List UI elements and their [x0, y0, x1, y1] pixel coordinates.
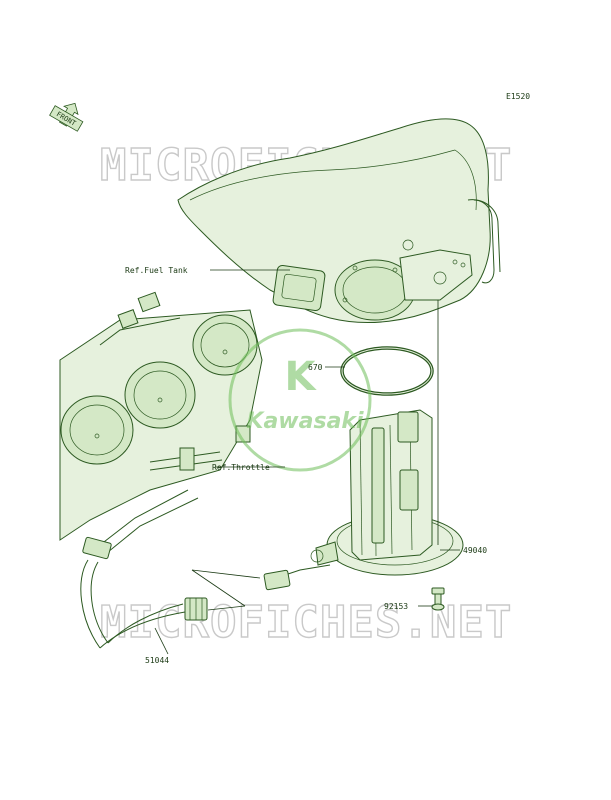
bolt [431, 587, 445, 611]
diagram-code: E1520 [506, 92, 530, 101]
leader-lines [154, 269, 460, 655]
front-arrow-icon: FRONT [49, 102, 84, 132]
logo-text: Kawasaki [246, 409, 364, 434]
part-number-gasket: 670 [308, 363, 323, 372]
throttle-body [59, 291, 263, 553]
kawasaki-logo: K Kawasaki [228, 328, 372, 472]
fuel-tank [177, 118, 501, 323]
part-number-bolt: 92153 [384, 602, 408, 611]
part-number-hose: 51044 [145, 656, 169, 665]
watermark-bottom: MICROFICHES.NET [100, 597, 512, 648]
fuel-hose [80, 536, 208, 649]
ref-fuel-tank-label: Ref.Fuel Tank [125, 266, 188, 275]
logo-letter: K [285, 354, 318, 400]
fuel-pump [263, 409, 464, 591]
gasket-ring [340, 346, 434, 396]
ref-throttle-label: Ref.Throttle [212, 463, 270, 472]
part-number-fuel-pump: 49040 [463, 546, 487, 555]
